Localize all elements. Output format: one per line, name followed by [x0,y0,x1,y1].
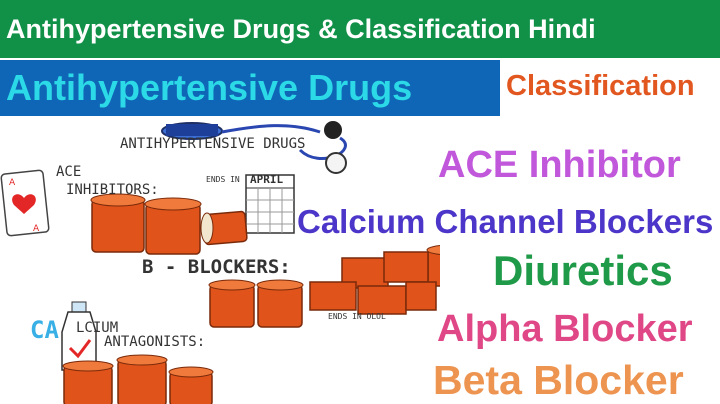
classification-label: Classification [506,70,695,102]
bp-cuff-icon [161,121,347,174]
ace-label: ACE [56,164,82,180]
ace-ends-in-word: APRIL [250,173,284,186]
beta-blockers-label: B - BLOCKERS: [142,256,291,278]
banner-title: Antihypertensive Drugs & Classification … [6,14,596,44]
drug-boxes [309,251,437,315]
class-diuretics: Diuretics [493,247,673,294]
class-calcium-channel-blockers: Calcium Channel Blockers [297,203,714,240]
ace-ends-in: ENDS IN [206,175,240,184]
class-ace-inhibitor: ACE Inhibitor [438,144,681,186]
calendar-icon [245,174,295,234]
ca-symbol: CA [30,316,59,344]
beta-ends-in: ENDS IN OLOL [328,312,386,321]
title-banner: Antihypertensive Drugs & Classification … [0,0,720,58]
heart-card-icon: A A [0,169,50,237]
class-beta-blocker: Beta Blocker [433,357,684,403]
svg-text:A: A [9,178,16,188]
milk-bottle-icon [61,301,97,371]
svg-text:A: A [33,224,40,234]
calcium-pill-bottles [62,354,214,404]
inhibitors-label: INHIBITORS: [66,182,159,198]
beta-pill-bottles [208,244,440,328]
calcium-label: LCIUM [76,320,119,336]
drug-illustration: A A [0,121,440,404]
ace-pill-bottles [90,193,248,255]
subtitle-main: Antihypertensive Drugs [6,67,413,108]
antagonists-label: ANTAGONISTS: [104,334,206,350]
subtitle-banner: Antihypertensive Drugs [0,60,500,116]
class-alpha-blocker: Alpha Blocker [437,308,693,350]
illustration-heading: ANTIHYPERTENSIVE DRUGS [120,136,306,152]
